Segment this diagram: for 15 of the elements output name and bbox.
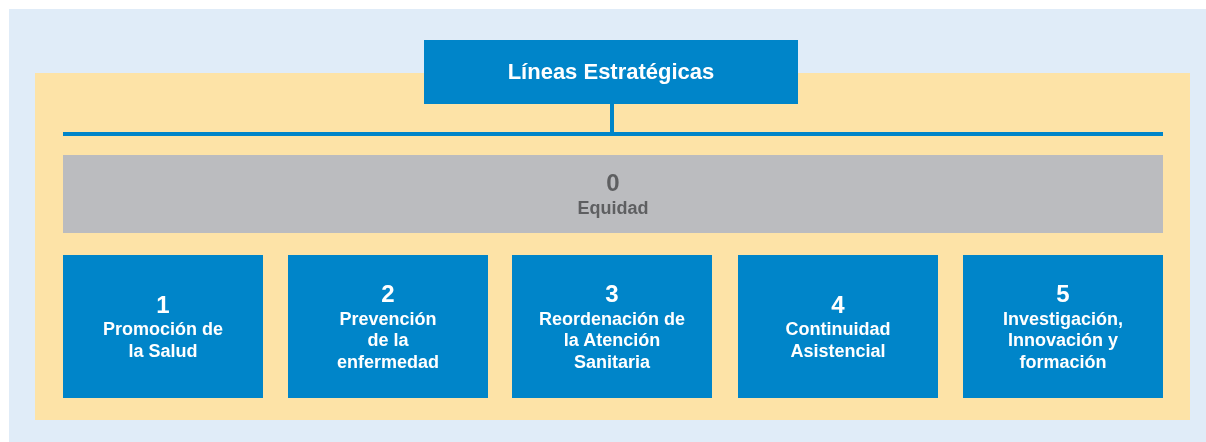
line-title: Continuidad Asistencial (784, 319, 892, 363)
line-title: Promoción de la Salud (103, 319, 223, 363)
line-number: 0 (606, 168, 620, 198)
line-title: Prevención de la enfermedad (335, 308, 440, 374)
line-title: Líneas Estratégicas (507, 58, 715, 86)
line-title: Investigación, Innovación y formación (1001, 308, 1124, 374)
line-number: 4 (831, 290, 845, 320)
line-number: 2 (381, 279, 395, 309)
header-box (424, 40, 798, 104)
line-title: Reordenación de la Atención Sanitaria (538, 308, 686, 374)
line-number: 3 (605, 279, 619, 309)
line-title: Equidad (577, 197, 649, 220)
band-box (63, 155, 1163, 233)
line-number: 5 (1056, 279, 1070, 309)
line-number: 1 (156, 290, 170, 320)
